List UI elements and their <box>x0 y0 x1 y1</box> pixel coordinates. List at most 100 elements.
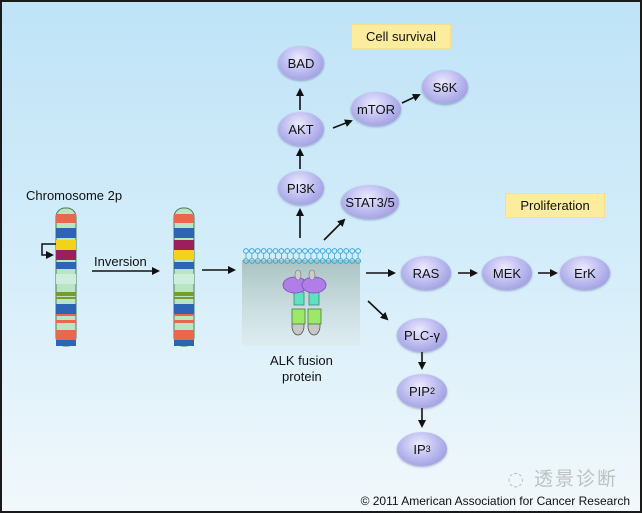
cell-membrane <box>243 248 362 264</box>
node-mek: MEK <box>482 256 532 290</box>
chromosome-band <box>174 250 194 260</box>
chromosome-band <box>56 340 76 346</box>
chromosome-label: Chromosome 2p <box>26 188 123 203</box>
lipid-head <box>278 248 285 254</box>
lipid-head <box>313 258 320 264</box>
node-bad: BAD <box>278 46 324 80</box>
lipid-head <box>266 248 273 254</box>
ip3-base: IP <box>413 441 426 457</box>
chromosome-band <box>174 214 194 223</box>
lipid-head <box>325 248 332 254</box>
lipid-head <box>243 258 249 264</box>
node-s6k: S6K <box>422 70 468 104</box>
pip2-base: PIP <box>409 383 430 399</box>
alk-label-line1: ALK fusion <box>270 353 333 368</box>
centromere <box>56 274 76 284</box>
lipid-head <box>290 258 297 264</box>
lipid-head <box>284 248 291 254</box>
lipid-head <box>278 258 285 264</box>
node-ras: RAS <box>401 256 451 290</box>
lipid-head <box>249 258 255 264</box>
chromosome-band <box>174 314 194 316</box>
lipid-head <box>266 258 273 264</box>
lipid-head <box>355 258 362 264</box>
node-pi3k: PI3K <box>278 171 324 205</box>
lipid-head <box>343 248 350 254</box>
chromosome-original <box>55 207 77 347</box>
lipid-head <box>254 248 261 254</box>
chromosome-band <box>56 320 76 323</box>
lipid-head <box>308 258 314 264</box>
chromosome-band <box>56 214 76 223</box>
chromosome-band <box>174 292 194 296</box>
lipid-head <box>290 248 297 254</box>
chromosome-band <box>56 262 76 269</box>
centromere <box>174 274 194 284</box>
alk-fusion-protein <box>282 269 327 336</box>
arrow-alk-plc <box>367 300 389 321</box>
lipid-head <box>349 248 356 254</box>
alk-label-line2: protein <box>282 369 322 384</box>
chromosome-inverted <box>173 207 195 347</box>
node-erk: ErK <box>560 256 610 290</box>
arrow-akt-mtor <box>332 119 353 129</box>
lipid-head <box>337 248 344 254</box>
lipid-head <box>343 258 350 264</box>
node-stat: STAT3/5 <box>341 185 399 219</box>
arrow-alk-stat <box>323 218 346 241</box>
chromosome-band <box>56 297 76 299</box>
lipid-head <box>331 258 338 264</box>
chromosome-band <box>56 314 76 316</box>
chromosome-band <box>56 292 76 296</box>
chromosome-band <box>174 228 194 238</box>
node-akt: AKT <box>278 112 324 146</box>
chromosome-band <box>174 297 194 299</box>
lipid-head <box>355 248 362 254</box>
lipid-head <box>272 258 279 264</box>
chromosome-band <box>174 240 194 250</box>
lipid-head <box>325 258 332 264</box>
pip2-subscript: 2 <box>429 386 435 396</box>
watermark: ◌ 透景诊断 <box>507 464 618 491</box>
lipid-head <box>302 258 308 264</box>
lipid-head <box>319 258 326 264</box>
lipid-head <box>337 258 344 264</box>
lipid-head <box>331 248 338 254</box>
lipid-head <box>254 258 261 264</box>
watermark-text: 透景诊断 <box>533 468 618 490</box>
lipid-head <box>249 248 255 254</box>
chromosome-band <box>56 240 76 250</box>
proliferation-badge: Proliferation <box>505 193 605 218</box>
rearrangement-arrow <box>41 243 56 259</box>
lipid-head <box>319 248 326 254</box>
lipid-head <box>296 258 303 264</box>
lipid-head <box>272 248 279 254</box>
chromosome-band <box>56 330 76 340</box>
lipid-head <box>260 248 267 254</box>
chromosome-band <box>174 304 194 314</box>
lipid-head <box>260 258 267 264</box>
chromosome-band <box>174 330 194 340</box>
arrow-mtor-s6k <box>401 93 421 104</box>
lipid-head <box>313 248 320 254</box>
chromosome-band <box>56 304 76 314</box>
lipid-head <box>243 248 249 254</box>
lipid-head <box>349 258 356 264</box>
lipid-head <box>284 258 291 264</box>
lipid-head <box>302 248 308 254</box>
node-plc-gamma: PLC-γ <box>397 318 447 352</box>
chromosome-band <box>174 340 194 346</box>
chromosome-band <box>56 250 76 260</box>
lipid-head <box>308 248 314 254</box>
chromosome-band <box>56 228 76 238</box>
cell-survival-badge: Cell survival <box>351 24 451 49</box>
inversion-label: Inversion <box>94 254 147 269</box>
wechat-icon: ◌ <box>507 468 534 490</box>
lipid-head <box>296 248 303 254</box>
chromosome-band <box>174 320 194 323</box>
node-mtor: mTOR <box>351 92 401 126</box>
ip3-subscript: 3 <box>425 444 431 454</box>
